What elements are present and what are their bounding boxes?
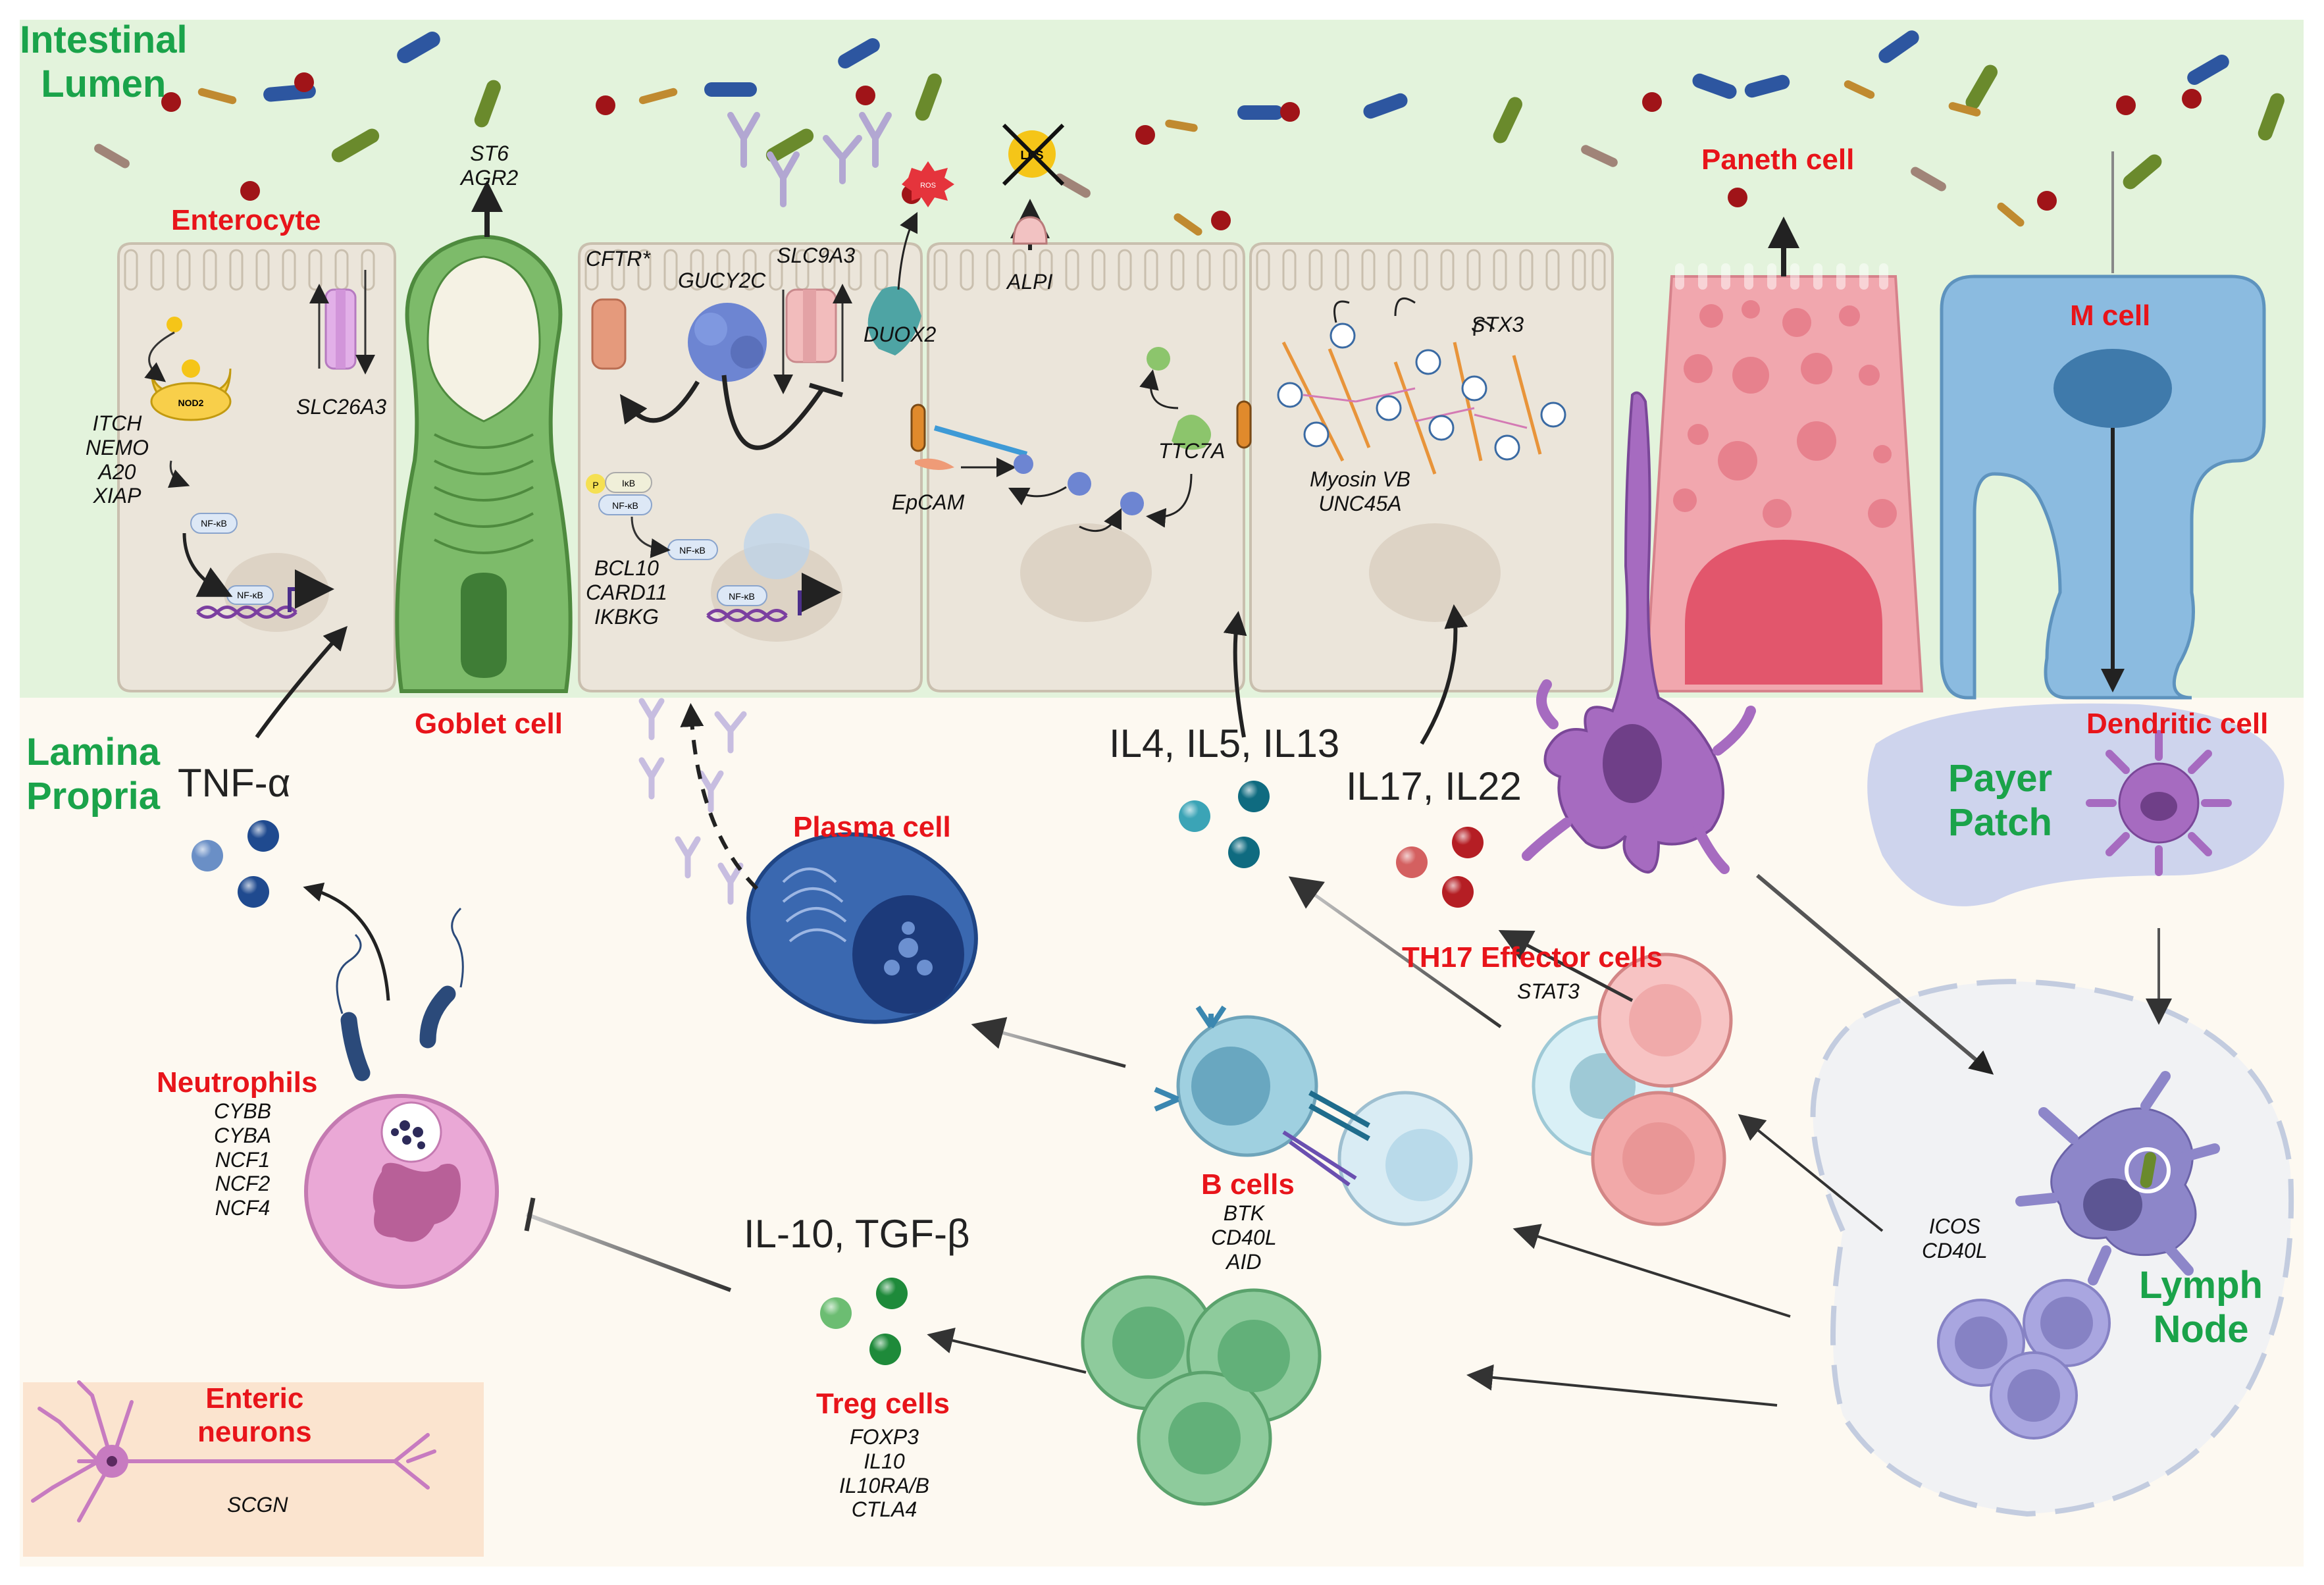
duox2-gene: DUOX2 bbox=[864, 323, 937, 346]
arrows bbox=[255, 151, 2172, 1407]
il10-tgfb-label: IL-10, TGF-β bbox=[744, 1212, 970, 1256]
ros-label: ROS bbox=[920, 182, 936, 190]
enterocyte-2-molecules: P IκB NF-κB NF-κB NF-κB bbox=[586, 284, 921, 622]
region-lymph-label: Lymph Node bbox=[2139, 1264, 2263, 1351]
treg-cells bbox=[1081, 1275, 1322, 1506]
enterocyte-label: Enterocyte bbox=[171, 204, 321, 236]
nfkb-label-3: NF-κB bbox=[612, 500, 638, 511]
b-cells-genes: BTK CD40L AID bbox=[1211, 1201, 1277, 1274]
il4-il5-il13-label: IL4, IL5, IL13 bbox=[1109, 721, 1340, 766]
region-lumen-label: Intestinal Lumen bbox=[20, 18, 188, 105]
plasma-label: Plasma cell bbox=[793, 811, 951, 843]
paneth-label: Paneth cell bbox=[1701, 143, 1855, 176]
enteric-neurons-label: Enteric neurons bbox=[197, 1382, 312, 1448]
lymph-genes: ICOS CD40L bbox=[1922, 1214, 1988, 1262]
enterocyte-1-molecules: NOD2 NF-κB NF-κB bbox=[144, 270, 375, 619]
bacteria-group bbox=[94, 30, 2285, 236]
treg-label: Treg cells bbox=[816, 1388, 950, 1420]
enteric-neurons-box bbox=[23, 1380, 484, 1557]
tnf-balls bbox=[192, 820, 279, 908]
il17-balls bbox=[1396, 827, 1484, 908]
enteric-gene: SCGN bbox=[227, 1493, 288, 1517]
ttc7a-gene: TTC7A bbox=[1158, 439, 1226, 463]
epcam-gene: EpCAM bbox=[892, 490, 965, 514]
paneth-cell bbox=[1643, 263, 1924, 692]
goblet-cell bbox=[395, 235, 573, 693]
goblet-label: Goblet cell bbox=[415, 708, 563, 740]
region-payer-label: Payer Patch bbox=[1948, 757, 2053, 844]
enterocyte-4-molecules bbox=[1277, 297, 1566, 475]
m-cell bbox=[1940, 274, 2266, 700]
plasma-cell bbox=[746, 832, 978, 1024]
m-cell-label: M cell bbox=[2070, 299, 2151, 332]
lymph-node bbox=[1810, 979, 2294, 1517]
th17-label: TH17 Effector cells bbox=[1402, 941, 1663, 974]
p-label: P bbox=[592, 480, 598, 490]
gucy2c-gene: GUCY2C bbox=[678, 269, 766, 292]
dendritic-cell-epithelial bbox=[1522, 391, 1756, 874]
treg-genes: FOXP3 IL10 IL10RA/B CTLA4 bbox=[839, 1425, 929, 1522]
slc26a3-gene: SLC26A3 bbox=[296, 395, 386, 419]
il17-il22-label: IL17, IL22 bbox=[1346, 764, 1522, 808]
th17-cells bbox=[1532, 952, 1733, 1226]
dendritic-label: Dendritic cell bbox=[2086, 708, 2269, 740]
neutrophils-genes: CYBB CYBA NCF1 NCF2 NCF4 bbox=[214, 1099, 272, 1220]
nfkb-label-1: NF-κB bbox=[201, 518, 227, 529]
nfkb-label-4: NF-κB bbox=[679, 545, 706, 556]
lumen-antibodies bbox=[727, 112, 892, 207]
nod2-label: NOD2 bbox=[178, 398, 204, 408]
enterocyte-nod-genes: ITCH NEMO A20 XIAP bbox=[86, 411, 149, 508]
enterocyte-3-molecules: LPS ROS bbox=[897, 123, 1252, 533]
slc9a3-gene: SLC9A3 bbox=[777, 244, 856, 267]
ikb-label: IκB bbox=[622, 478, 635, 488]
neutrophils-label: Neutrophils bbox=[157, 1066, 318, 1099]
region-lamina-label: Lamina Propria bbox=[26, 731, 161, 818]
th17-gene: STAT3 bbox=[1517, 979, 1580, 1003]
nfkb-label-5: NF-κB bbox=[729, 591, 755, 602]
tnf-alpha-label: TNF-α bbox=[178, 761, 291, 805]
lamina-antibodies bbox=[638, 698, 747, 905]
stx3-gene: STX3 bbox=[1471, 313, 1524, 336]
goblet-genes: ST6 AGR2 bbox=[461, 142, 519, 190]
b-cells bbox=[1154, 1005, 1473, 1226]
myosin-genes: Myosin VB UNC45A bbox=[1310, 467, 1410, 515]
il10-balls bbox=[820, 1278, 908, 1365]
alpi-gene: ALPI bbox=[1007, 270, 1053, 294]
b-cells-label: B cells bbox=[1201, 1168, 1295, 1201]
cftr-gene: CFTR* bbox=[586, 247, 650, 271]
bcl-genes: BCL10 CARD11 IKBKG bbox=[586, 556, 667, 629]
payer-patch bbox=[1867, 703, 2285, 906]
nfkb-label-2: NF-κB bbox=[237, 590, 263, 600]
neutrophil bbox=[304, 907, 499, 1289]
il4-balls bbox=[1179, 781, 1270, 868]
microvilli bbox=[124, 249, 1606, 291]
